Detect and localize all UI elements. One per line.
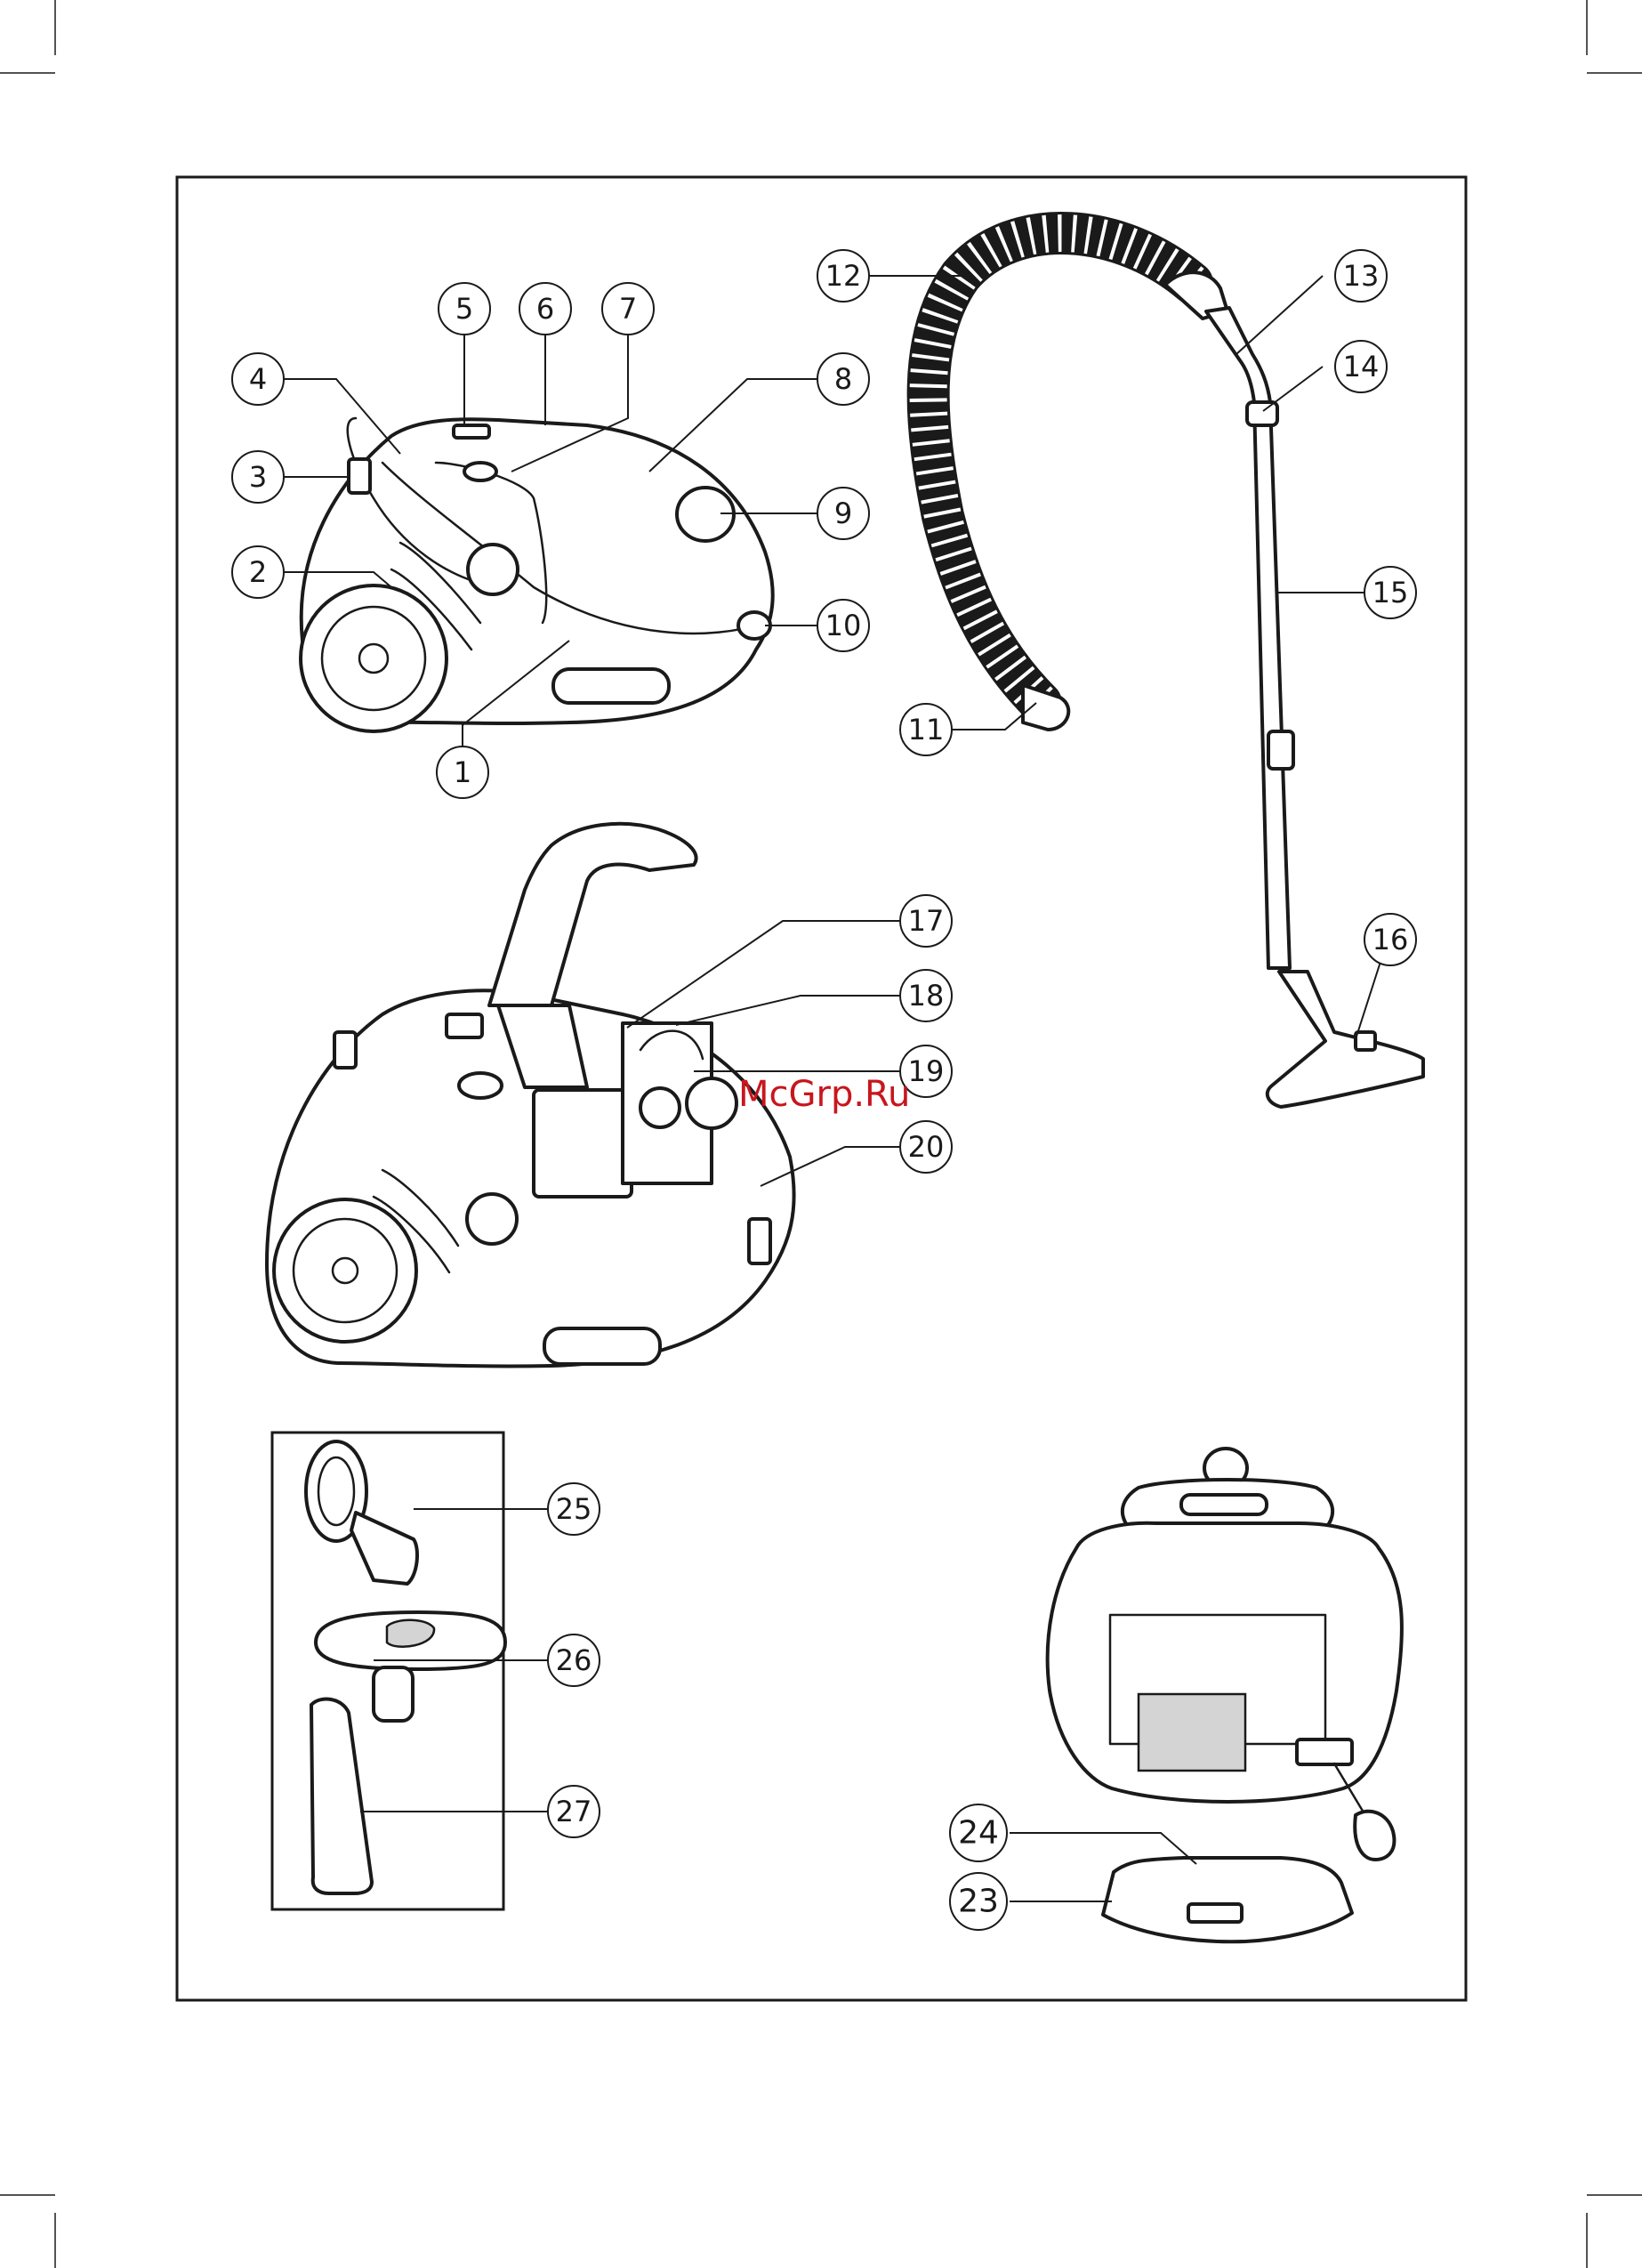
- callout-8: 8: [817, 353, 869, 405]
- svg-text:18: 18: [908, 979, 945, 1013]
- callout-27: 27: [548, 1786, 600, 1837]
- brush-nozzle: [306, 1441, 417, 1584]
- callout-24: 24: [950, 1804, 1007, 1861]
- svg-text:8: 8: [834, 362, 852, 396]
- callout-12: 12: [817, 250, 869, 302]
- svg-text:15: 15: [1372, 576, 1409, 609]
- svg-text:7: 7: [619, 292, 637, 326]
- callout-23: 23: [950, 1873, 1007, 1930]
- callout-11: 11: [900, 704, 952, 755]
- callout-2: 2: [232, 546, 284, 598]
- callout-1: 1: [437, 747, 488, 798]
- svg-text:9: 9: [834, 496, 852, 530]
- svg-text:23: 23: [958, 1884, 999, 1920]
- svg-text:2: 2: [249, 555, 267, 589]
- callout-17: 17: [900, 895, 952, 947]
- callout-14: 14: [1335, 341, 1387, 392]
- svg-text:24: 24: [958, 1815, 999, 1852]
- callout-6: 6: [519, 283, 571, 335]
- callout-10: 10: [817, 600, 869, 651]
- svg-text:11: 11: [908, 713, 945, 747]
- vacuum-body-open: [267, 824, 794, 1367]
- svg-text:1: 1: [454, 755, 471, 789]
- svg-text:16: 16: [1372, 923, 1409, 956]
- callout-3: 3: [232, 451, 284, 503]
- svg-text:27: 27: [556, 1795, 592, 1828]
- callout-25: 25: [548, 1483, 600, 1535]
- vacuum-body-front: [301, 418, 773, 731]
- svg-text:13: 13: [1343, 259, 1380, 293]
- callout-16: 16: [1364, 914, 1416, 965]
- callout-7: 7: [602, 283, 654, 335]
- svg-text:3: 3: [249, 460, 267, 494]
- svg-text:14: 14: [1343, 350, 1380, 383]
- svg-text:26: 26: [556, 1643, 592, 1677]
- crevice-nozzle: [311, 1699, 372, 1893]
- svg-text:17: 17: [908, 904, 945, 938]
- callout-15: 15: [1364, 567, 1416, 618]
- callout-18: 18: [900, 970, 952, 1021]
- svg-text:12: 12: [825, 259, 862, 293]
- callout-9: 9: [817, 488, 869, 539]
- svg-text:4: 4: [249, 362, 267, 396]
- callout-20: 20: [900, 1121, 952, 1173]
- svg-text:6: 6: [536, 292, 554, 326]
- svg-text:5: 5: [455, 292, 473, 326]
- svg-text:25: 25: [556, 1492, 592, 1526]
- callout-5: 5: [439, 283, 490, 335]
- svg-text:19: 19: [908, 1054, 945, 1088]
- callout-26: 26: [548, 1634, 600, 1686]
- svg-text:10: 10: [825, 609, 862, 642]
- watermark-text: McGrp.Ru: [738, 1074, 910, 1115]
- callout-13: 13: [1335, 250, 1387, 302]
- callout-4: 4: [232, 353, 284, 405]
- vacuum-body-rear: [1048, 1449, 1402, 1941]
- svg-text:20: 20: [908, 1130, 945, 1164]
